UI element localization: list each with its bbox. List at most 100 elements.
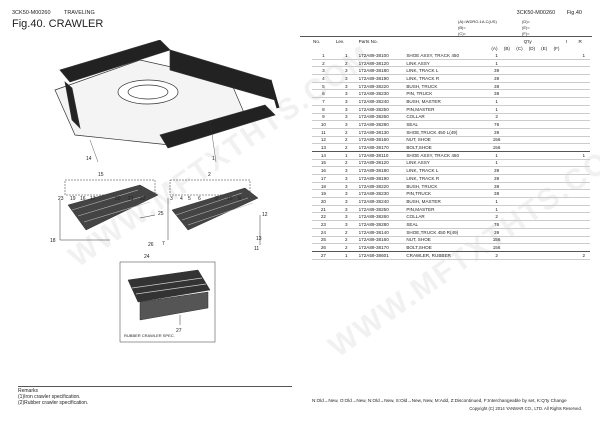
remarks-line-1: (1)Iron crawler specification.: [18, 394, 81, 400]
row-r: 1: [577, 151, 590, 160]
callout-13: 13: [256, 236, 262, 242]
callout-26: 26: [148, 242, 154, 248]
row-qty-d: [527, 136, 541, 145]
row-no: 4: [312, 74, 335, 83]
row-i: [565, 151, 578, 160]
row-qty-c: [515, 120, 528, 129]
row-r: [577, 143, 590, 152]
row-desc: SHOE,TRUCK 450 R(49): [405, 228, 491, 237]
row-r: [577, 59, 590, 68]
row-desc: LINK, TRACK R: [405, 74, 491, 83]
row-qty-d: [527, 105, 541, 114]
row-qty-f: [552, 105, 565, 114]
row-qty-c: [515, 128, 528, 137]
row-qty-a: 39: [490, 74, 503, 83]
row-qty-b: [502, 243, 516, 252]
row-no: 22: [312, 212, 335, 222]
row-lev: 3: [334, 220, 358, 229]
row-qty-b: [502, 174, 516, 183]
row-desc: PIN,TRUCK: [405, 189, 491, 199]
row-i: [565, 197, 578, 206]
row-i: [565, 189, 578, 199]
row-qty-a: 2: [490, 212, 503, 222]
row-qty-f: [552, 143, 565, 152]
qty-legend-c: (C)=: [458, 31, 466, 36]
row-qty-a: 1: [490, 97, 503, 106]
row-qty-d: [527, 89, 541, 99]
row-no: 9: [312, 113, 335, 122]
row-no: 25: [312, 236, 335, 245]
row-no: 8: [312, 105, 335, 114]
row-i: [565, 128, 578, 137]
row-r: 2: [577, 251, 590, 260]
qty-legend-b: (B)=: [458, 25, 466, 30]
row-r: [577, 74, 590, 83]
row-r: [577, 159, 590, 168]
row-qty-a: 39: [490, 66, 503, 76]
row-no: 20: [312, 197, 335, 206]
row-part-no: 172A89-38170: [357, 243, 406, 252]
row-desc: SEAL: [405, 120, 491, 129]
row-i: [565, 120, 578, 129]
row-no: 21: [312, 205, 335, 214]
row-lev: 3: [334, 97, 358, 106]
row-qty-e: [540, 243, 553, 252]
callout-1: 1: [212, 156, 215, 162]
row-lev: 3: [334, 189, 358, 199]
qty-legend-right: (D)= (E)= (F)=: [522, 19, 530, 37]
row-qty-a: 1: [490, 159, 503, 168]
row-qty-d: [527, 97, 541, 106]
row-lev: 3: [334, 66, 358, 76]
row-qty-e: [540, 128, 553, 137]
col-qe: (E): [541, 46, 548, 51]
row-qty-b: [502, 113, 516, 122]
row-qty-b: [502, 52, 516, 60]
row-qty-c: [515, 151, 528, 160]
row-lev: 3: [334, 212, 358, 222]
row-qty-d: [527, 82, 541, 91]
row-qty-e: [540, 228, 553, 237]
row-part-no: 172A89-38220: [357, 182, 406, 191]
row-qty-e: [540, 59, 553, 68]
row-lev: 2: [334, 228, 358, 237]
row-r: [577, 113, 590, 122]
row-lev: 3: [334, 166, 358, 175]
row-lev: 3: [334, 174, 358, 183]
callout-22: 22: [140, 196, 146, 202]
col-i: I: [566, 39, 568, 44]
exploded-view-drawing: 14 1 15 2 23 19 16 17 20 21 22 25 18 26 …: [50, 40, 280, 343]
row-qty-c: [515, 205, 528, 214]
row-desc: LINK ASSY: [405, 59, 491, 68]
row-i: [565, 205, 578, 214]
row-qty-c: [515, 143, 528, 152]
row-no: 11: [312, 128, 335, 137]
row-qty-e: [540, 212, 553, 222]
row-qty-b: [502, 212, 516, 222]
row-r: [577, 66, 590, 76]
row-no: 17: [312, 174, 335, 183]
row-qty-c: [515, 166, 528, 175]
row-r: [577, 136, 590, 145]
row-part-no: 172A89-38180: [357, 66, 406, 76]
row-qty-f: [552, 74, 565, 83]
row-i: [565, 59, 578, 68]
row-qty-b: [502, 151, 516, 160]
row-qty-e: [540, 182, 553, 191]
row-part-no: 172A89-38140: [357, 228, 406, 237]
col-qa: (A): [491, 46, 498, 51]
row-qty-f: [552, 243, 565, 252]
row-qty-a: 38: [490, 182, 503, 191]
qty-legend-e: (E)=: [522, 25, 530, 30]
row-qty-d: [527, 113, 541, 122]
row-qty-f: [552, 159, 565, 168]
row-qty-f: [552, 228, 565, 237]
row-qty-b: [502, 159, 516, 168]
row-lev: 2: [334, 236, 358, 245]
header-right: 3CK50-M00260 Fig.40: [507, 10, 582, 16]
header-left: 3CK50-M00260 TRAVELING: [12, 10, 107, 16]
row-qty-a: 1: [490, 205, 503, 214]
